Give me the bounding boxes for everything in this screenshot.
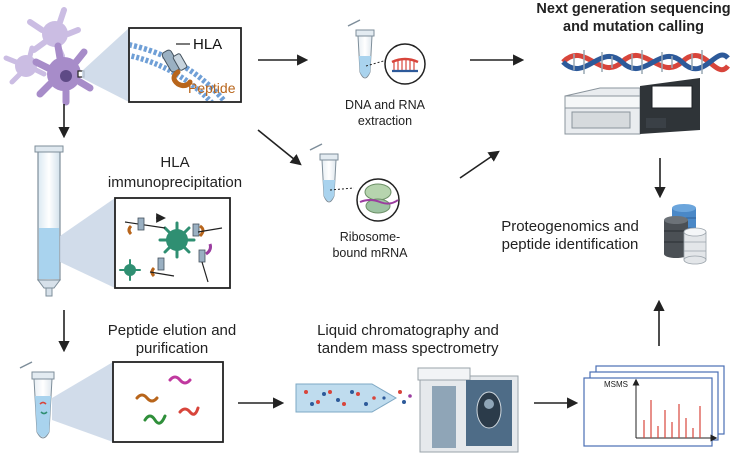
ribosome-label-line1: Ribosome- xyxy=(339,230,401,244)
peptide-label: Peptide xyxy=(188,80,236,96)
dna-helix-icon xyxy=(561,50,730,74)
flow-arrows xyxy=(58,54,666,409)
zoom-wedge-elution xyxy=(52,362,113,442)
sequencer-icon xyxy=(564,78,700,135)
dna-rna-label-line1: DNA and RNA xyxy=(345,98,425,112)
mass-spectrometer-icon xyxy=(417,367,519,453)
dna-rna-tube-icon xyxy=(347,19,388,79)
hla-ip-title-line1: HLA xyxy=(160,154,190,171)
arrow-hla-to-ribosome xyxy=(257,129,302,166)
elution-title-line1: Peptide elution and xyxy=(107,322,237,339)
dna-rna-label-line2: extraction xyxy=(357,114,413,128)
hla-label: HLA xyxy=(193,36,223,53)
database-icon xyxy=(664,204,707,265)
ngs-title-line2: and mutation calling xyxy=(563,19,704,35)
msms-label: MSMS xyxy=(604,380,628,389)
ip-inset-box xyxy=(114,197,231,289)
ribosome-label-line2: bound mRNA xyxy=(332,246,408,260)
lcms-title-line2: tandem mass spectrometry xyxy=(317,340,499,357)
dna-rna-magnifier-icon xyxy=(384,43,426,85)
zoom-wedge-ip xyxy=(60,198,115,288)
elution-tube-icon xyxy=(19,361,55,439)
proteo-title-line1: Proteogenomics and xyxy=(501,218,639,235)
lc-column-icon xyxy=(295,383,412,413)
ngs-title-line1: Next generation sequencing xyxy=(536,1,731,17)
msms-spectra-icon xyxy=(583,365,725,447)
ip-column-icon xyxy=(34,145,64,297)
hla-inset-box xyxy=(128,27,242,103)
elution-title-line2: purification xyxy=(135,340,209,357)
peptides-inset-box xyxy=(112,361,224,443)
lcms-title-line1: Liquid chromatography and xyxy=(317,322,499,339)
ribosome-tube-icon xyxy=(309,143,355,203)
zoom-wedge-hla xyxy=(82,28,129,102)
ribosome-magnifier-icon xyxy=(356,178,400,222)
arrow-ribosome-to-ngs xyxy=(459,150,500,179)
hla-ip-title-line2: immunoprecipitation xyxy=(107,174,243,191)
proteo-title-line2: peptide identification xyxy=(501,236,639,253)
dendritic-cells-icon xyxy=(3,7,94,106)
